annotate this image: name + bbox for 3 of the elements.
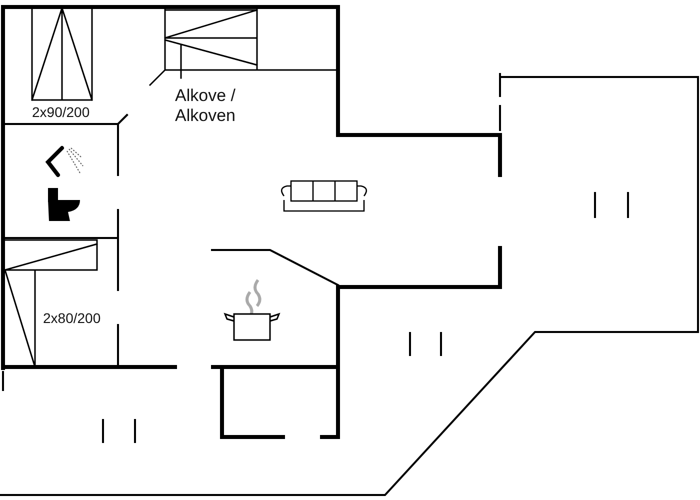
bed-size-label: 2x80/200: [43, 310, 101, 327]
room-label: Alkove / Alkoven: [175, 86, 236, 127]
bed-size-label: 2x90/200: [32, 104, 90, 121]
